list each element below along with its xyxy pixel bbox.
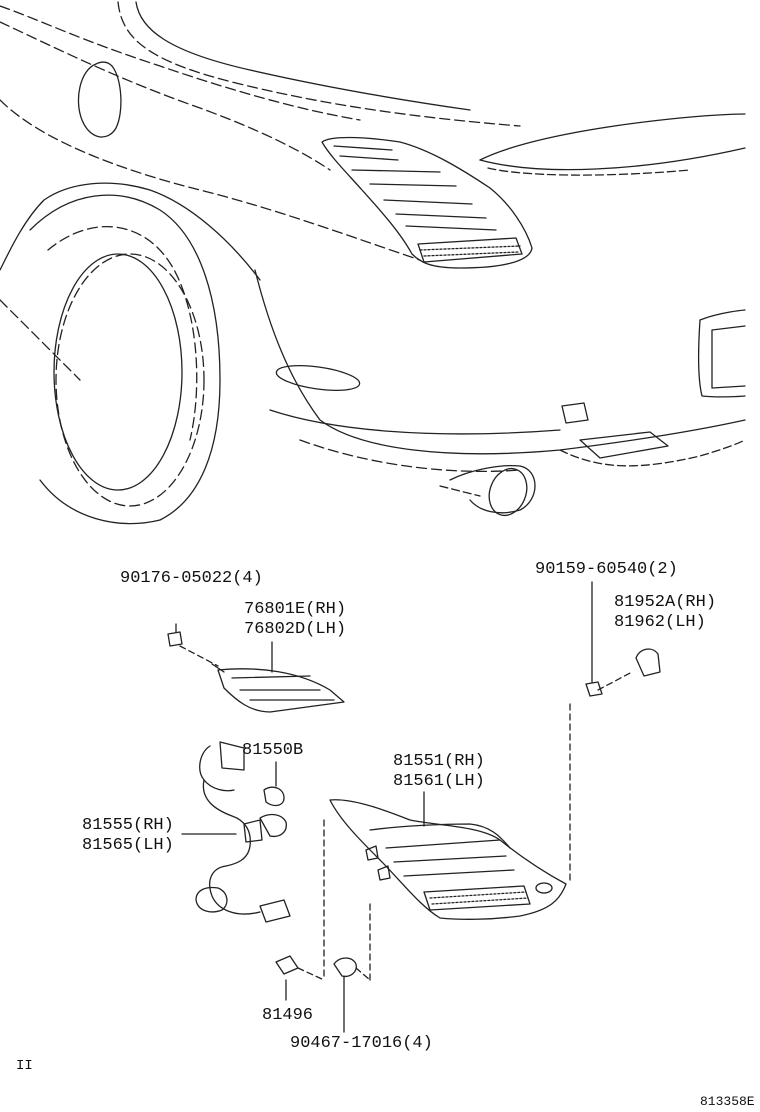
label-tail-lamp-lh[interactable]: 81561(LH) bbox=[393, 772, 485, 791]
tail-lamp-icon bbox=[329, 791, 567, 920]
label-screw-90176[interactable]: 90176-05022(4) bbox=[120, 569, 263, 588]
label-screw-90159[interactable]: 90159-60540(2) bbox=[535, 560, 678, 579]
label-socket-lh[interactable]: 81565(LH) bbox=[82, 836, 174, 855]
corner-mark: II bbox=[16, 1058, 33, 1074]
label-side-lamp-lh[interactable]: 76802D(LH) bbox=[244, 620, 347, 639]
car-rear-illustration bbox=[0, 1, 746, 525]
screw-90176-icon bbox=[167, 623, 219, 667]
label-cover-rh[interactable]: 81952A(RH) bbox=[614, 593, 717, 612]
clip-screw-icon bbox=[333, 899, 371, 1033]
label-side-lamp-rh[interactable]: 76801E(RH) bbox=[244, 600, 347, 619]
bulb-icon bbox=[263, 761, 285, 807]
label-socket-rh[interactable]: 81555(RH) bbox=[82, 816, 174, 835]
clip-icon bbox=[275, 819, 325, 1001]
socket-harness-icon bbox=[181, 741, 291, 923]
label-tail-lamp-rh[interactable]: 81551(RH) bbox=[393, 752, 485, 771]
cover-icon bbox=[635, 648, 661, 677]
car-tail-lamp bbox=[321, 136, 533, 269]
diagram-code: 813358E bbox=[700, 1094, 755, 1109]
label-bulb[interactable]: 81550B bbox=[242, 741, 304, 760]
label-clip-screw[interactable]: 90467-17016(4) bbox=[290, 1034, 433, 1053]
label-cover-lh[interactable]: 81962(LH) bbox=[614, 613, 706, 632]
screw-90159-icon bbox=[569, 581, 633, 881]
side-lamp-icon bbox=[211, 641, 345, 713]
label-clip[interactable]: 81496 bbox=[262, 1006, 314, 1025]
